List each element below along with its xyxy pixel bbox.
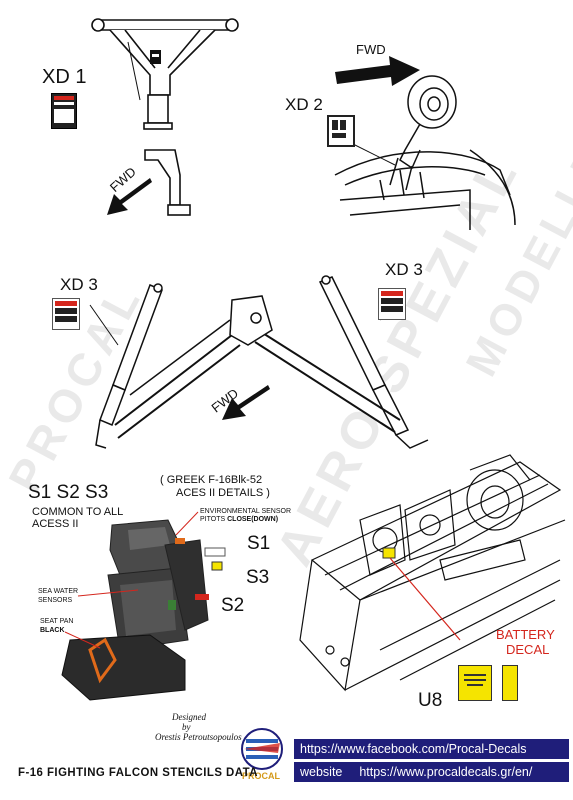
- u8-label: U8: [418, 690, 443, 711]
- designed-label: Designed: [172, 712, 206, 722]
- xd2-label: XD 2: [285, 95, 323, 114]
- xd3-left-label: XD 3: [60, 275, 98, 294]
- env-sensor-line1: ENVIRONMENTAL SENSOR: [200, 508, 292, 515]
- website-link[interactable]: website https://www.procaldecals.gr/en/: [294, 762, 569, 782]
- greek-subtitle: ACES II DETAILS ): [176, 487, 270, 499]
- seat-pan-line2: BLACK: [40, 627, 65, 634]
- xd3-right-label: XD 3: [385, 260, 423, 279]
- seat-pan-line1: SEAT PAN: [40, 618, 74, 625]
- greek-title: ( GREEK F-16Blk-52: [160, 474, 263, 486]
- facebook-link[interactable]: https://www.facebook.com/Procal-Decals: [294, 739, 569, 759]
- seat-common-line: COMMON TO ALL ACESS II: [32, 506, 123, 530]
- procal-logo: PROCAL: [238, 725, 286, 785]
- battery-decal-2: [502, 665, 518, 701]
- battery-label-line1: BATTERY: [496, 627, 555, 642]
- env-sensor-bold: CLOSE(DOWN): [227, 516, 279, 523]
- footer-title: F-16 FIGHTING FALCON STENCILS DATA: [18, 765, 258, 779]
- designer-name: Orestis Petroutsopoulos: [155, 732, 242, 742]
- xd3-left-decal: [52, 298, 80, 330]
- xd3-right-decal: [378, 288, 406, 320]
- sea-water-line2: SENSORS: [38, 597, 73, 604]
- s3-label: S3: [246, 567, 270, 588]
- env-sensor-line2: PITOTS CLOSE(DOWN): [200, 516, 278, 524]
- xd1-decal-placard: [51, 93, 77, 129]
- website-url: https://www.procaldecals.gr/en/: [359, 765, 533, 779]
- seat-stencil-codes: S1 S2 S3: [28, 482, 109, 503]
- battery-decal-1: [458, 665, 492, 701]
- s1-label: S1: [247, 533, 271, 554]
- xd2-fwd-label: FWD: [356, 42, 386, 57]
- by-label: by: [182, 722, 191, 732]
- s2-label: S2: [221, 595, 245, 616]
- website-label: website: [300, 765, 343, 779]
- battery-label-line2: DECAL: [506, 642, 550, 657]
- env-sensor-prefix: PITOTS: [200, 516, 228, 523]
- xd2-decal-placard: [327, 115, 355, 147]
- xd1-label: XD 1: [42, 66, 87, 88]
- sea-water-line1: SEA WATER: [38, 588, 79, 595]
- procal-logo-text: PROCAL: [242, 771, 280, 781]
